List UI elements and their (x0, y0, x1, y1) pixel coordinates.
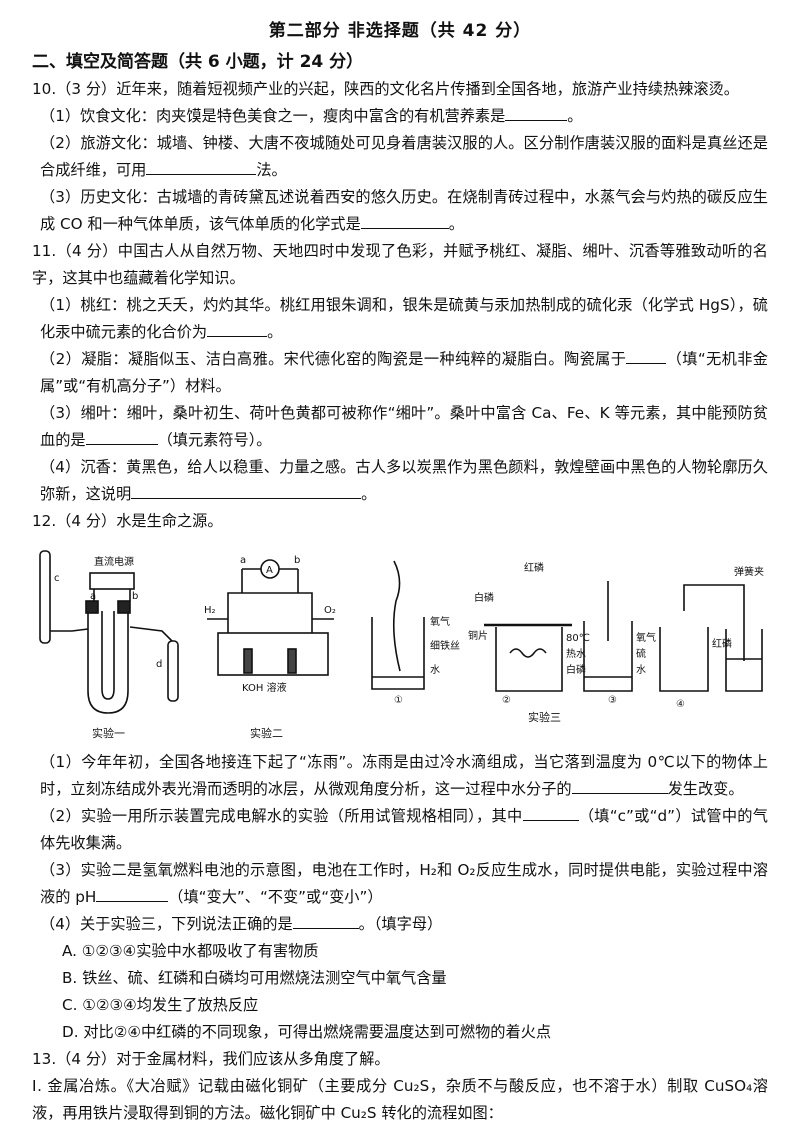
caption-exp3: 实验三 (528, 710, 561, 724)
gas-bottle-4 (659, 627, 709, 692)
q12-option-a: A. ①②③④实验中水都吸收了有害物质 (62, 942, 319, 960)
label-sulfur: 硫 (636, 647, 646, 660)
gas-bottle-1 (371, 617, 425, 690)
power-supply (89, 572, 135, 590)
q10-sub1: （1）饮食文化：肉夹馍是特色美食之一，瘦肉中富含的有机营养素是。 (32, 103, 768, 130)
label-h2: H₂ (204, 605, 216, 616)
label-a: a (90, 591, 96, 602)
caption-exp2: 实验二 (250, 726, 283, 740)
answer-blank[interactable] (96, 885, 169, 902)
label-a2: a (240, 555, 246, 566)
electrode (287, 648, 297, 674)
num-3: ③ (608, 695, 617, 706)
label-oxygen: 氧气 (430, 615, 450, 628)
circuit-wire (227, 592, 313, 633)
label-koh: KOH 溶液 (242, 681, 287, 694)
stopper (117, 600, 131, 614)
q11-stem: 11.（4 分）中国古人从自然万物、天地四时中发现了色彩，并赋予桃红、凝脂、缃叶… (32, 242, 768, 287)
section-header: 第二部分 非选择题（共 42 分） (268, 21, 532, 41)
num-2: ② (502, 695, 511, 706)
q12-option-d: D. 对比②④中红磷的不同现象，可得出燃烧需要温度达到可燃物的着火点 (62, 1023, 552, 1041)
answer-blank[interactable] (146, 158, 257, 175)
q12-sub2: （2）实验一用所示装置完成电解水的实验（所用试管规格相同），其中（填“c”或“d… (32, 803, 768, 857)
caption-exp1: 实验一 (92, 726, 125, 740)
label-oxygen-3: 氧气 (636, 631, 656, 644)
q11-sub2: （2）凝脂：凝脂似玉、洁白高雅。宋代德化窑的陶瓷是一种纯粹的凝脂白。陶瓷属于（填… (32, 346, 768, 400)
num-1: ① (394, 695, 403, 706)
answer-blank[interactable] (505, 104, 568, 121)
answer-blank[interactable] (522, 804, 579, 821)
q11-sub3: （3）缃叶：缃叶，桑叶初生、荷叶色黄都可被称作“缃叶”。桑叶中富含 Ca、Fe、… (40, 404, 768, 449)
q12-sub4: （4）关于实验三，下列说法正确的是。（填字母） (32, 911, 768, 938)
u-tube-left (87, 611, 129, 714)
answer-blank[interactable] (85, 428, 158, 445)
label-water-3: 水 (636, 664, 646, 676)
experiment-figure: 直流电源 a b c d 实验一 A a b H₂ O₂ KOH 溶液 实验二 … (32, 541, 768, 741)
ammeter-wires (241, 568, 299, 593)
delivery-tube (683, 584, 745, 661)
q12-option-c: C. ①②③④均发生了放热反应 (62, 996, 259, 1014)
label-b: b (132, 591, 138, 602)
label-copper: 铜片 (468, 629, 488, 642)
gas-bottle-3 (583, 621, 633, 692)
label-c: c (54, 573, 60, 584)
answer-blank[interactable] (626, 347, 667, 364)
label-wire: 细铁丝 (430, 639, 460, 652)
q12-sub3: （3）实验二是氢氧燃料电池的示意图，电池在工作时，H₂和 O₂反应生成水，同时提… (40, 861, 768, 906)
q13-stem: 13.（4 分）对于金属材料，我们应该从多角度了解。 (32, 1050, 390, 1068)
u-tube-inner (101, 611, 115, 700)
beaker-2 (495, 627, 563, 692)
hot-water-waves (509, 648, 547, 658)
q11-sub1: （1）桃红：桃之夭夭，灼灼其华。桃红用银朱调和，银朱是硫黄与汞加热制成的硫化汞（… (40, 296, 768, 341)
test-tube-d (167, 640, 179, 702)
q12-option-b: B. 铁丝、硫、红磷和白磷均可用燃烧法测空气中氧气含量 (62, 969, 447, 987)
q12-stem: 12.（4 分）水是生命之源。 (32, 512, 223, 530)
experiment-diagram: 直流电源 a b c d 实验一 A a b H₂ O₂ KOH 溶液 实验二 … (39, 550, 764, 740)
q12-sub1: （1）今年年初，全国各地接连下起了“冻雨”。冻雨是由过冷水滴组成，当它落到温度为… (40, 753, 768, 798)
label-red-p-4: 红磷 (712, 637, 732, 650)
tube-connector-right (129, 626, 173, 642)
electrode (243, 648, 253, 674)
answer-blank[interactable] (131, 482, 362, 499)
q10-stem: 10.（3 分）近年来，随着短视频产业的兴起，陕西的文化名片传播到全国各地，旅游… (32, 80, 739, 98)
num-4: ④ (676, 699, 685, 710)
wires (93, 589, 131, 601)
beaker-4 (725, 629, 763, 692)
label-d: d (156, 659, 162, 670)
q13-part1: Ⅰ. 金属冶炼。《大冶赋》记载由磁化铜矿（主要成分 Cu₂S，杂质不与酸反应，也… (32, 1077, 768, 1122)
answer-blank[interactable] (292, 912, 359, 929)
q10-sub2: （2）旅游文化：城墙、钟楼、大唐不夜城随处可见身着唐装汉服的人。区分制作唐装汉服… (40, 134, 768, 179)
part-title: 二、填空及简答题（共 6 小题，计 24 分） (32, 52, 364, 72)
label-clip: 弹簧夹 (734, 565, 764, 578)
answer-blank[interactable] (360, 212, 449, 229)
label-hot-water: 热水 (566, 647, 586, 660)
q11-sub4: （4）沉香：黄黑色，给人以稳重、力量之感。古人多以炭黑作为黑色颜料，敦煌壁画中黑… (40, 458, 768, 503)
label-b2: b (294, 555, 300, 566)
test-tube-c (39, 550, 51, 644)
label-red-p: 红磷 (524, 561, 544, 574)
label-water: 水 (430, 664, 440, 676)
electrolyte-tank (217, 632, 329, 676)
iron-wire (392, 560, 401, 672)
label-white-p: 白磷 (474, 591, 494, 604)
tube-connector (50, 628, 89, 632)
q10-sub3: （3）历史文化：古城墙的青砖黛瓦述说着西安的悠久历史。在烧制青砖过程中，水蒸气会… (40, 188, 768, 233)
label-white-p-2: 白磷 (566, 663, 586, 676)
label-temp: 80℃ (566, 633, 590, 644)
answer-blank[interactable] (207, 320, 268, 337)
label-power: 直流电源 (94, 555, 134, 568)
stopper (85, 600, 99, 614)
label-ammeter: A (266, 565, 273, 576)
label-o2: O₂ (324, 605, 336, 616)
answer-blank[interactable] (571, 777, 668, 794)
